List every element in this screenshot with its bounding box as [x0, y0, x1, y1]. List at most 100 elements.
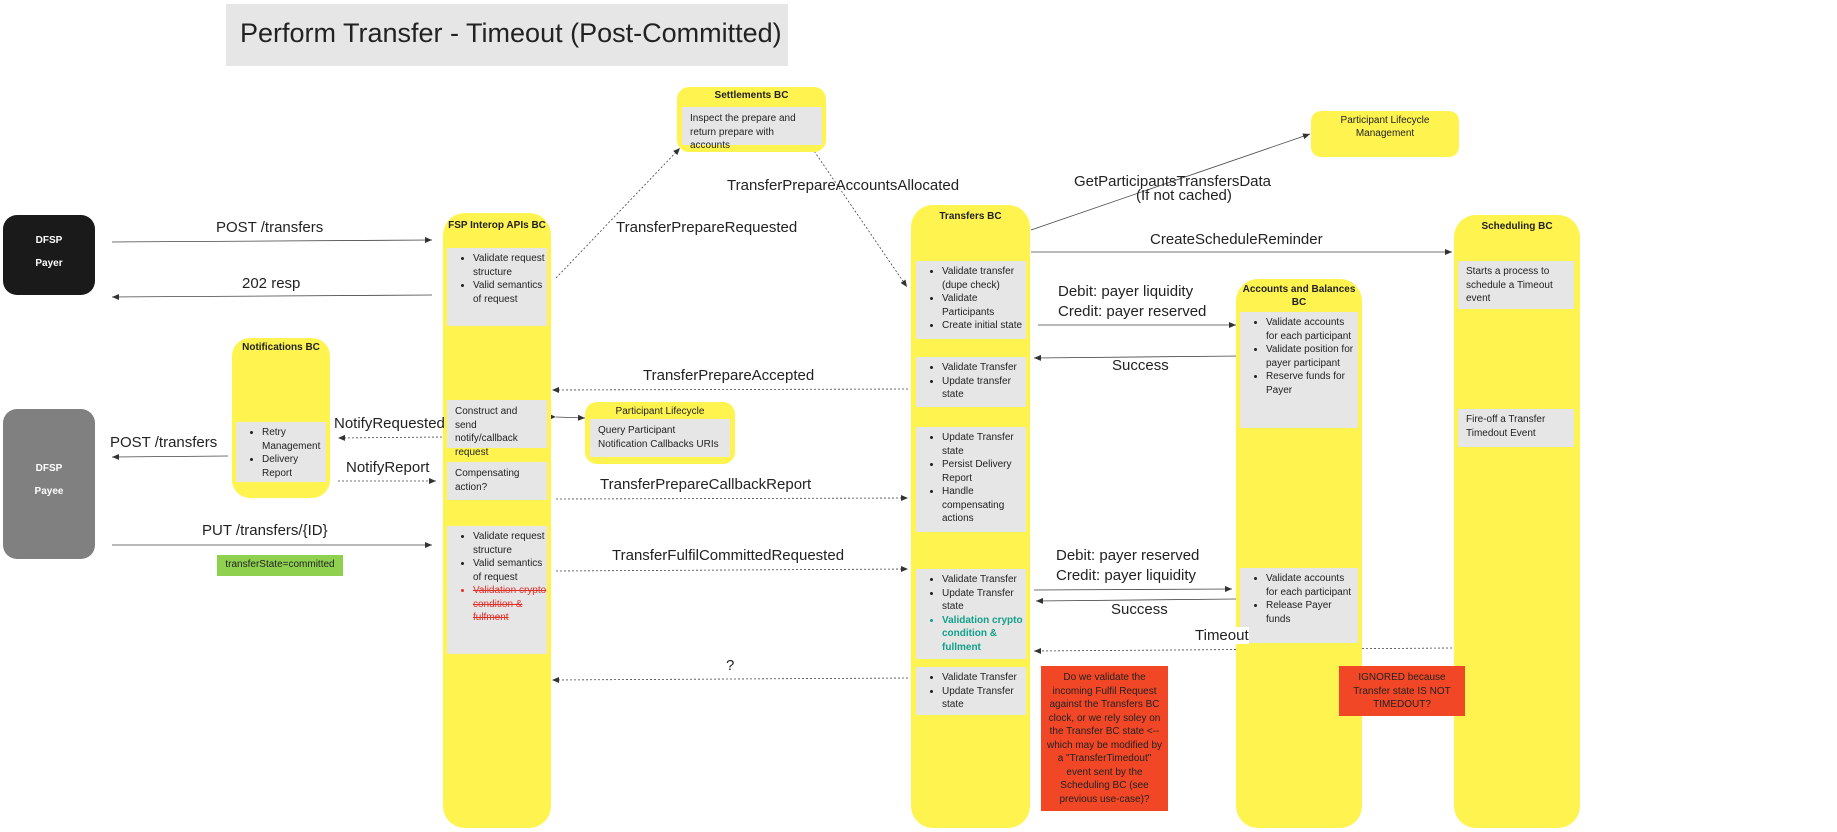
lane-notifications-title: Notifications BC — [242, 342, 320, 353]
arrow-callback-report — [555, 495, 909, 502]
list-item: Delivery Report — [262, 453, 326, 480]
transfers-box-3: Update Transfer state Persist Delivery R… — [916, 427, 1026, 532]
lane-transfers-title: Transfers BC — [939, 211, 1002, 222]
list-item: Release Payer funds — [1266, 599, 1358, 626]
transfer-state-note: transferState=committed — [217, 555, 343, 576]
fsp-compensating-text: Compensating action? — [455, 468, 520, 493]
arrow-accounts-allocated — [811, 147, 908, 288]
arrow-prepare-requested — [555, 147, 681, 279]
transfers-box-4: Validate Transfer Update Transfer state … — [916, 569, 1026, 659]
arrow-get-participants — [1030, 133, 1311, 231]
transfers-list-1: Validate transfer (dupe check) Validate … — [916, 265, 1026, 333]
arrow-plm-link — [548, 413, 586, 421]
transfers-list-2: Validate Transfer Update transfer state — [916, 361, 1026, 402]
arrow-question — [551, 676, 909, 683]
accounts-box-2: Validate accounts for each participant R… — [1240, 568, 1358, 643]
fsp-construct-text: Construct and send notify/callback reque… — [455, 406, 518, 458]
list-item: Create initial state — [942, 319, 1026, 333]
list-item: Validate Transfer — [942, 573, 1026, 587]
fsp-validate-box-2: Validate request structure Valid semanti… — [447, 526, 547, 654]
actor-payee-line2: Payee — [34, 486, 64, 497]
list-item: Validate accounts for each participant — [1266, 316, 1358, 343]
lane-plm-management-title: Participant Lifecycle Management — [1340, 115, 1430, 139]
fsp-validate-list-2: Validate request structure Valid semanti… — [447, 530, 547, 625]
label-202-resp: 202 resp — [242, 275, 301, 292]
accounts-list-1: Validate accounts for each participant V… — [1240, 316, 1358, 397]
list-item: Update Transfer state — [942, 685, 1026, 712]
lane-fsp-interop-title: FSP Interop APIs BC — [448, 220, 546, 231]
label-post-transfers-payer: POST /transfers — [216, 219, 324, 236]
list-item: Reserve funds for Payer — [1266, 370, 1358, 397]
arrow-debit-credit-2 — [1033, 586, 1233, 593]
notifications-list: Retry Management Delivery Report — [236, 426, 326, 480]
list-item: Validate accounts for each participant — [1266, 572, 1358, 599]
red-question-note: Do we validate the incoming Fulfil Reque… — [1041, 666, 1168, 811]
list-item: Validate transfer (dupe check) — [942, 265, 1026, 292]
transfers-box-5: Validate Transfer Update Transfer state — [916, 667, 1026, 715]
label-put-transfers: PUT /transfers/{ID} — [202, 522, 328, 539]
list-item: Validate position for payer participant — [1266, 343, 1358, 370]
plm-query-box: Query Participant Notification Callbacks… — [590, 419, 730, 457]
notifications-box: Retry Management Delivery Report — [236, 422, 326, 482]
list-item: Valid semantics of request — [473, 279, 547, 306]
label-credit-1: Credit: payer reserved — [1058, 303, 1207, 320]
scheduling-box-2: Fire-off a Transfer Timedout Event — [1458, 409, 1574, 447]
plm-query-text: Query Participant Notification Callbacks… — [598, 425, 719, 450]
scheduling-box-2-text: Fire-off a Transfer Timedout Event — [1466, 414, 1546, 439]
transfers-box-1: Validate transfer (dupe check) Validate … — [916, 261, 1026, 339]
label-if-not-cached: (If not cached) — [1136, 187, 1232, 204]
actor-payer-line2: Payer — [35, 258, 63, 269]
ignored-note: IGNORED because Transfer state IS NOT TI… — [1339, 666, 1465, 716]
label-debit-2: Debit: payer reserved — [1056, 547, 1200, 564]
list-item: Validate Transfer — [942, 671, 1026, 685]
settlements-box: Inspect the prepare and return prepare w… — [682, 107, 822, 151]
label-debit-1: Debit: payer liquidity — [1058, 283, 1194, 300]
transfers-list-5: Validate Transfer Update Transfer state — [916, 671, 1026, 712]
arrow-post-transfers — [111, 237, 433, 244]
list-item: Retry Management — [262, 426, 326, 453]
list-item: Validate Participants — [942, 292, 1026, 319]
arrow-post-transfers-payee — [111, 453, 229, 460]
list-item: Update Transfer state — [942, 431, 1026, 458]
scheduling-box-1-text: Starts a process to schedule a Timeout e… — [1466, 266, 1553, 304]
label-credit-2: Credit: payer liquidity — [1056, 567, 1197, 584]
list-item: Validate request structure — [473, 252, 547, 279]
list-item-teal: Validation crypto condition & fullment — [942, 614, 1026, 655]
fsp-construct-box: Construct and send notify/callback reque… — [447, 400, 547, 458]
label-create-schedule: CreateScheduleReminder — [1150, 231, 1323, 248]
label-question: ? — [726, 657, 735, 674]
label-success-2: Success — [1111, 601, 1168, 618]
lane-plm-small-title: Participant Lifecycle — [615, 406, 705, 417]
transfers-box-2: Validate Transfer Update transfer state — [916, 357, 1026, 407]
arrow-success-2 — [1035, 597, 1237, 604]
label-post-transfers-payee: POST /transfers — [110, 434, 218, 451]
lane-settlements-title: Settlements BC — [714, 90, 789, 101]
settlements-text: Inspect the prepare and return prepare w… — [690, 113, 796, 151]
accounts-list-2: Validate accounts for each participant R… — [1240, 572, 1358, 626]
arrow-prepare-accepted — [551, 386, 909, 393]
label-timeout: Timeout — [1195, 627, 1249, 644]
label-fulfil-committed: TransferFulfilCommittedRequested — [612, 547, 845, 564]
label-notify-report: NotifyReport — [346, 459, 430, 476]
label-notify-requested: NotifyRequested — [334, 415, 445, 432]
transfers-list-3: Update Transfer state Persist Delivery R… — [916, 431, 1026, 526]
arrow-202-resp — [111, 293, 433, 300]
list-item: Handle compensating actions — [942, 485, 1026, 526]
list-item: Persist Delivery Report — [942, 458, 1026, 485]
label-get-participants: GetParticipantsTransfersData — [1074, 173, 1272, 190]
lane-accounts-balances-title: Accounts and Balances BC — [1242, 284, 1356, 308]
list-item: Update Transfer state — [942, 587, 1026, 614]
list-item: Update transfer state — [942, 375, 1026, 402]
actor-payer-line1: DFSP — [35, 235, 63, 246]
arrow-notify-requested — [337, 434, 443, 441]
lane-scheduling: Scheduling BC — [1454, 215, 1580, 828]
lane-plm-management: Participant Lifecycle Management — [1311, 111, 1459, 157]
list-item: Validate request structure — [473, 530, 547, 557]
fsp-compensating-box: Compensating action? — [447, 462, 547, 500]
lane-scheduling-title: Scheduling BC — [1481, 221, 1553, 232]
actor-payer: DFSP Payer — [3, 215, 95, 295]
label-callback-report: TransferPrepareCallbackReport — [600, 476, 812, 493]
actor-payee-line1: DFSP — [35, 463, 63, 474]
